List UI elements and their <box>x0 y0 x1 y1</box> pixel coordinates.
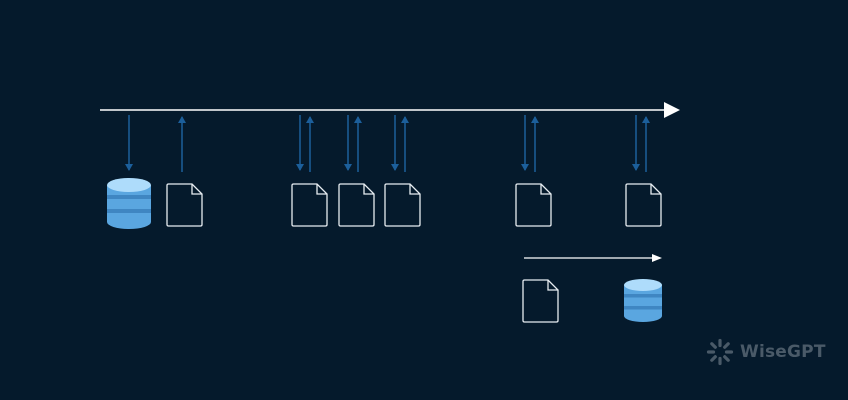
wisegpt-logo-icon <box>706 338 734 366</box>
wisegpt-watermark: WiseGPT <box>706 338 826 366</box>
brand-name: WiseGPT <box>740 342 826 362</box>
document-icon <box>515 183 552 227</box>
main-timeline-arrow <box>100 102 680 118</box>
document-icon <box>291 183 328 227</box>
database-icon <box>107 178 151 229</box>
document-icon <box>338 183 375 227</box>
secondary-timeline-arrow <box>524 254 662 262</box>
database-icon <box>624 279 662 322</box>
document-icon <box>384 183 421 227</box>
document-icon <box>166 183 203 227</box>
document-icon <box>625 183 662 227</box>
document-icon <box>522 279 559 323</box>
sync-arrows <box>125 115 650 172</box>
